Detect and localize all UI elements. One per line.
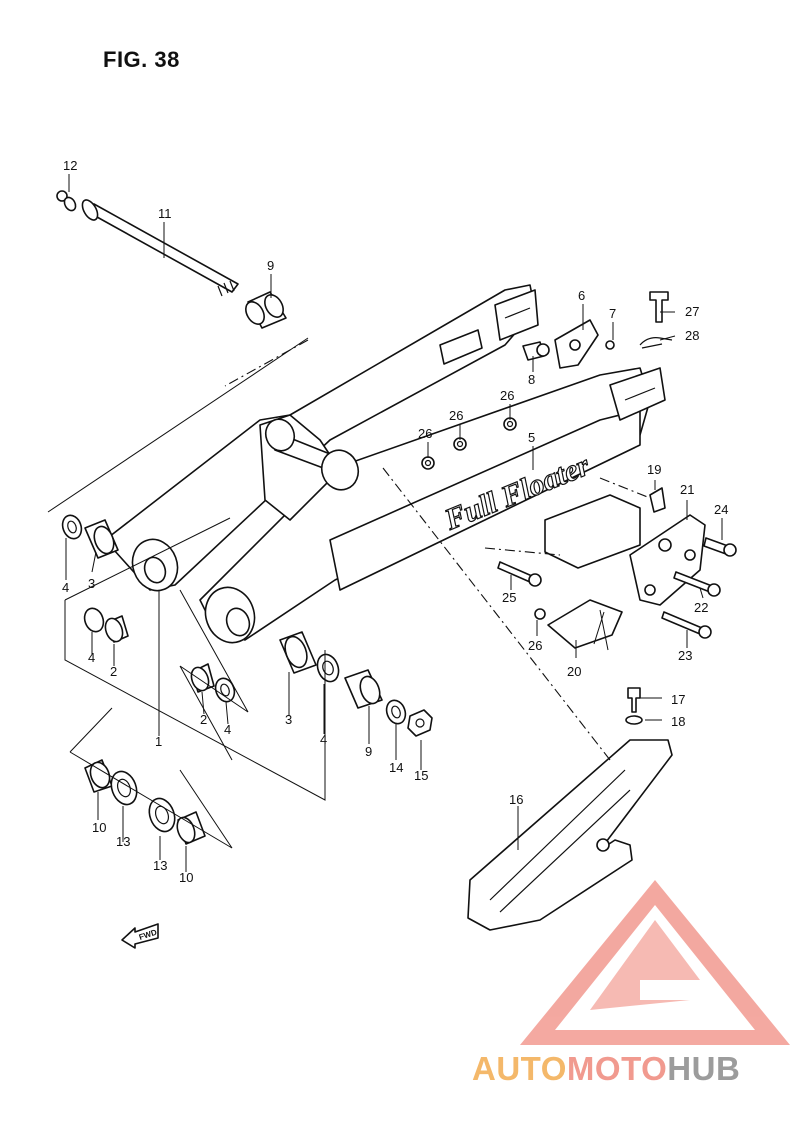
callout-25: 25 <box>502 590 516 605</box>
callout-28: 28 <box>685 328 699 343</box>
watermark-auto: AUTO <box>472 1050 567 1087</box>
callout-26-a: 26 <box>418 426 432 441</box>
callout-13-b: 13 <box>153 858 167 873</box>
callout-26-b: 26 <box>449 408 463 423</box>
bearing-bottom-stack <box>84 759 206 845</box>
callout-2-a: 2 <box>110 664 117 679</box>
callout-22: 22 <box>694 600 708 615</box>
pivot-bush-upper <box>245 291 287 329</box>
nuts-26 <box>421 417 517 470</box>
callout-4-c: 4 <box>224 722 231 737</box>
callout-18: 18 <box>671 714 685 729</box>
chain-case <box>467 687 673 931</box>
bearing-right-stack <box>279 631 433 737</box>
callout-labels: 12 11 9 6 7 27 28 8 26 26 26 5 19 21 24 … <box>62 158 728 885</box>
pin-and-clip <box>639 291 673 349</box>
pivot-shaft <box>56 190 239 297</box>
swingarm-body: Full Floater <box>104 284 666 644</box>
callout-12: 12 <box>63 158 77 173</box>
callout-3-b: 3 <box>285 712 292 727</box>
callout-26-c: 26 <box>500 388 514 403</box>
figure-title: FIG. 38 <box>103 47 180 72</box>
callout-24: 24 <box>714 502 728 517</box>
callout-21: 21 <box>680 482 694 497</box>
callout-11: 11 <box>158 206 172 221</box>
chain-guide-bracket <box>497 487 737 649</box>
callout-6: 6 <box>578 288 585 303</box>
callout-3-a: 3 <box>88 576 95 591</box>
callout-8: 8 <box>528 372 535 387</box>
callout-17: 17 <box>671 692 685 707</box>
callout-20: 20 <box>567 664 581 679</box>
callout-15: 15 <box>414 768 428 783</box>
callout-4-b: 4 <box>88 650 95 665</box>
callout-2-b: 2 <box>200 712 207 727</box>
callout-27: 27 <box>685 304 699 319</box>
fwd-arrow: FWD <box>121 923 159 949</box>
bearing-center-stack <box>190 663 236 703</box>
callout-10-b: 10 <box>179 870 193 885</box>
callout-23: 23 <box>678 648 692 663</box>
callout-4-d: 4 <box>320 732 327 747</box>
callout-10-a: 10 <box>92 820 106 835</box>
callout-16: 16 <box>509 792 523 807</box>
callout-1: 1 <box>155 734 162 749</box>
callout-9-lower: 9 <box>365 744 372 759</box>
bearing-left-stack <box>61 514 129 643</box>
callout-4-a: 4 <box>62 580 69 595</box>
watermark-hub: HUB <box>667 1050 741 1087</box>
assembly-lines <box>47 337 651 849</box>
watermark-text: AUTOMOTOHUB <box>472 1050 740 1088</box>
watermark-moto: MOTO <box>566 1050 668 1087</box>
callout-13-a: 13 <box>116 834 130 849</box>
callout-9-upper: 9 <box>267 258 274 273</box>
callout-14: 14 <box>389 760 403 775</box>
callout-5: 5 <box>528 430 535 445</box>
callout-19: 19 <box>647 462 661 477</box>
callout-leaders <box>65 174 723 872</box>
watermark-logo <box>520 880 790 1045</box>
callout-7: 7 <box>609 306 616 321</box>
callout-26-d: 26 <box>528 638 542 653</box>
axle-adjuster-plate <box>522 319 615 369</box>
